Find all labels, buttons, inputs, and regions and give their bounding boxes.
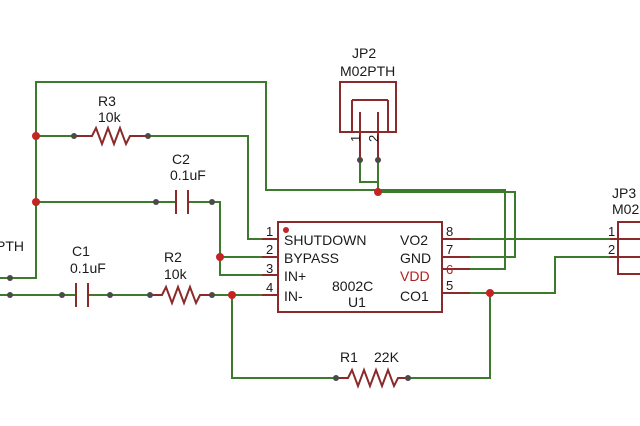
junction-dot [32,198,40,206]
pin-label-bypass: BYPASS [284,250,339,266]
capacitor-c1[interactable]: C1 0.1uF [70,243,106,307]
pin-num-6: 6 [446,262,453,277]
pin-num-5: 5 [446,278,453,293]
resistor-r2[interactable]: R2 10k [150,249,212,306]
pin-label-in-plus: IN+ [284,268,306,284]
capacitor-c2[interactable]: C2 0.1uF [170,151,206,214]
wire-r1-loop [231,294,337,379]
jp1-part-partial: PTH [0,238,24,254]
jp2-pin2: 2 [366,135,381,142]
wire-co1 [469,256,611,294]
connector-jp2[interactable]: JP2 M02PTH 1 2 [339,45,397,160]
r2-value: 10k [164,266,188,282]
r2-ref: R2 [164,249,182,265]
pin-label-vdd: VDD [400,268,430,284]
junctions [7,132,494,381]
r1-value: 22K [374,349,400,365]
c2-ref: C2 [172,151,190,167]
ic-part-name: 8002C [332,278,373,294]
jp2-ref: JP2 [352,45,376,61]
pin-label-shutdown: SHUTDOWN [284,232,366,248]
pin-num-7: 7 [446,242,453,257]
ic-ref: U1 [348,294,366,310]
r1-ref: R1 [340,349,358,365]
wire-r1-right [407,292,491,379]
junction-dot [374,188,382,196]
pin-label-gnd: GND [400,250,431,266]
pin-num-8: 8 [446,224,453,239]
ic-u1[interactable]: 1 2 3 4 SHUTDOWN BYPASS IN+ IN- VO2 GND … [262,221,470,313]
wires [0,81,611,379]
pin1-dot [283,227,289,233]
jp3-ref: JP3 [612,185,636,201]
pin-label-co1: CO1 [400,288,429,304]
pin-num-4: 4 [266,280,273,295]
c1-ref: C1 [72,243,90,259]
ic-body [277,221,443,313]
pin-num-3: 3 [266,261,273,276]
connector-jp3[interactable]: JP3 M02 1 2 [608,185,640,275]
pin-label-vo2: VO2 [400,232,428,248]
jp3-pin1: 1 [608,224,615,239]
jp3-pin2: 2 [608,242,615,257]
jp3-part: M02 [612,201,639,217]
wire-gnd-net [377,191,516,258]
wire-jp2-pin1 [359,159,379,193]
pin-label-in-minus: IN- [284,288,303,304]
pin-num-1: 1 [266,224,273,239]
wire-vdd-net [0,81,506,279]
r3-ref: R3 [98,93,116,109]
r3-value: 10k [98,109,122,125]
c2-value: 0.1uF [170,167,206,183]
pin-num-2: 2 [266,242,273,257]
resistor-r1[interactable]: R1 22K [336,349,408,389]
junction-dot [216,253,224,261]
jp2-body [339,81,397,133]
junction-dot [228,291,236,299]
resistor-r3[interactable]: R3 10k [74,93,148,147]
jp3-body [617,221,640,275]
jp2-pin1: 1 [348,135,363,142]
wire-c2-right [187,201,271,276]
c1-value: 0.1uF [70,260,106,276]
junction-dot [32,132,40,140]
junction-dot [486,289,494,297]
jp2-part: M02PTH [340,63,395,79]
wire-r3-right [147,135,271,240]
